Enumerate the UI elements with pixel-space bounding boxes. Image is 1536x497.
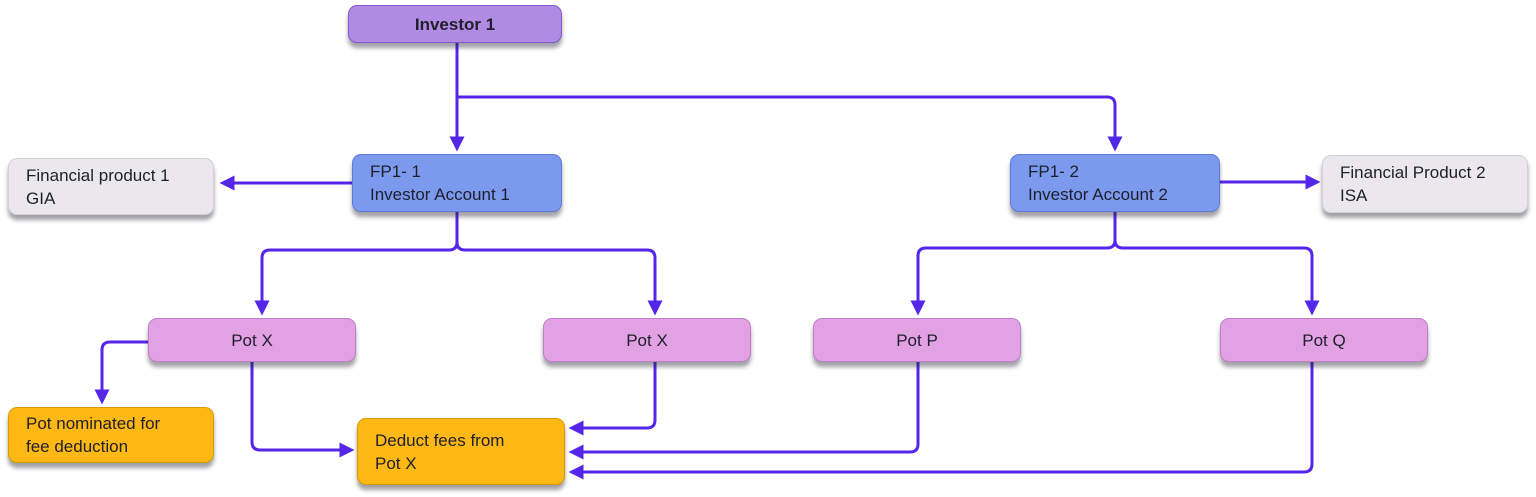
edge-investor1-to-fp2 <box>457 95 1123 152</box>
node-financial-product-2-line1: Financial Product 2 <box>1340 163 1486 182</box>
node-investor-1[interactable]: Investor 1 <box>348 5 562 43</box>
node-financial-product-1[interactable]: Financial product 1 GIA <box>8 158 214 215</box>
node-investor-account-1-line2: Investor Account 1 <box>370 185 510 204</box>
node-deduct-fees-line1: Deduct fees from <box>375 430 505 450</box>
node-deduct-fees-from-pot-x[interactable]: Deduct fees from Pot X <box>357 418 565 485</box>
node-pot-x-left[interactable]: Pot X <box>148 318 356 362</box>
node-pot-nominated-line1: Pot nominated for <box>26 414 161 433</box>
node-investor-account-2-line1: FP1- 2 <box>1028 162 1080 181</box>
edge-potx1-to-deductfees <box>250 362 355 458</box>
node-pot-nominated-line2: fee deduction <box>26 437 129 456</box>
node-investor-account-1[interactable]: FP1- 1 Investor Account 1 <box>352 154 562 212</box>
edge-potq-to-deductfees <box>568 362 1314 480</box>
node-pot-x-left-label: Pot X <box>231 330 273 350</box>
edge-fp2-to-potq <box>1113 212 1320 316</box>
node-investor-1-label: Investor 1 <box>414 14 496 34</box>
node-investor-account-2-line2: Investor Account 2 <box>1028 185 1168 204</box>
node-pot-q[interactable]: Pot Q <box>1220 318 1428 362</box>
node-pot-p[interactable]: Pot P <box>813 318 1021 362</box>
node-pot-x-right-label: Pot X <box>626 330 668 350</box>
node-financial-product-1-line1: Financial product 1 <box>26 165 170 185</box>
edge-fp1-to-potx1 <box>254 212 459 316</box>
node-financial-product-2[interactable]: Financial Product 2 ISA <box>1322 155 1528 213</box>
node-deduct-fees-line2: Pot X <box>375 453 417 473</box>
edge-fp2-to-potp <box>910 212 1117 316</box>
edge-fp1-to-potx2 <box>455 212 663 316</box>
edge-potp-to-deductfees <box>568 362 920 460</box>
node-investor-account-1-line1: FP1- 1 <box>370 162 422 181</box>
node-pot-p-label: Pot P <box>896 330 938 350</box>
node-financial-product-2-line2: ISA <box>1340 186 1368 205</box>
node-pot-q-label: Pot Q <box>1302 330 1346 350</box>
node-financial-product-1-line2: GIA <box>26 188 56 208</box>
edge-potx2-to-deductfees <box>568 362 657 436</box>
edge-potx1-to-potnominated <box>94 340 148 405</box>
node-pot-x-right[interactable]: Pot X <box>543 318 751 362</box>
node-investor-account-2[interactable]: FP1- 2 Investor Account 2 <box>1010 154 1220 212</box>
node-pot-nominated-for-fee-deduction[interactable]: Pot nominated for fee deduction <box>8 407 214 463</box>
